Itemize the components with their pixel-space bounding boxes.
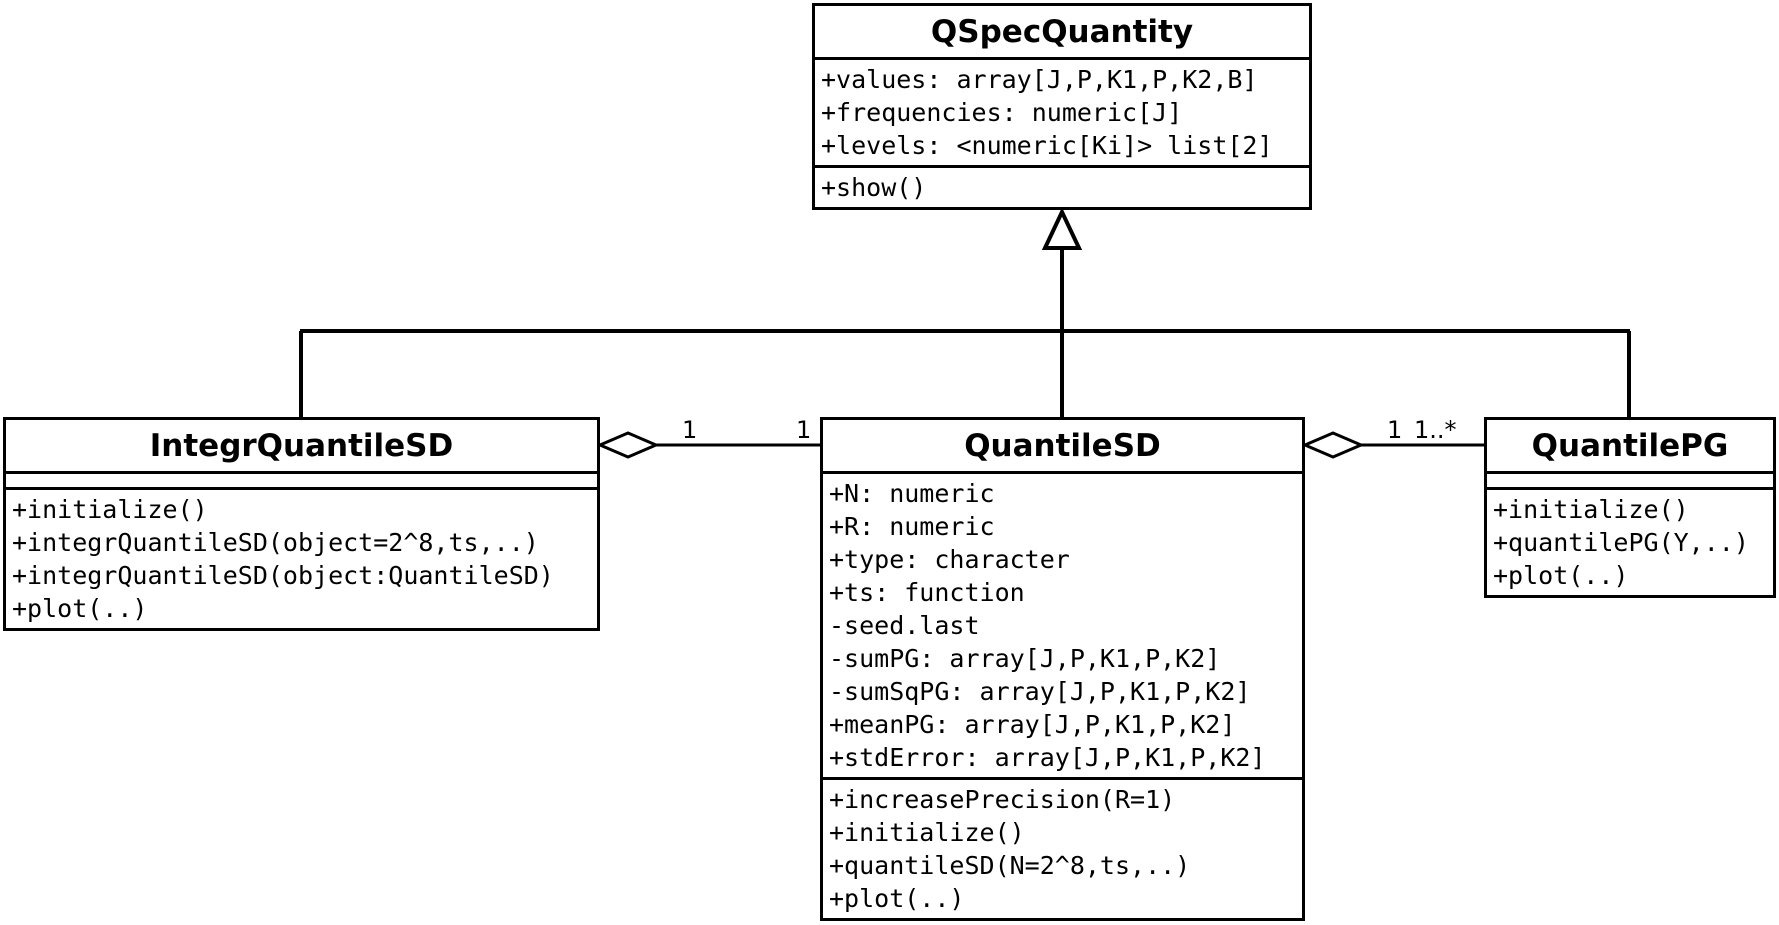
attribute: -sumSqPG: array[J,P,K1,P,K2] <box>829 677 1251 706</box>
attributes-section <box>1487 474 1773 490</box>
method: +plot(..) <box>12 594 148 623</box>
method: +integrQuantileSD(object=2^8,ts,..) <box>12 528 539 557</box>
attribute: -seed.last <box>829 611 980 640</box>
attribute: +stdError: array[J,P,K1,P,K2] <box>829 743 1266 772</box>
method: +quantileSD(N=2^8,ts,..) <box>829 851 1191 880</box>
class-integrquantilesd: IntegrQuantileSD +initialize() +integrQu… <box>3 417 600 631</box>
class-name: QuantilePG <box>1487 420 1773 474</box>
attribute: +type: character <box>829 545 1070 574</box>
method: +plot(..) <box>1493 561 1629 590</box>
multiplicity-integr: 1 <box>682 416 698 444</box>
methods-section: +show() <box>815 168 1309 207</box>
multiplicity-qpg: 1..* <box>1414 416 1457 444</box>
multiplicity-qsd-right: 1 <box>1387 416 1403 444</box>
multiplicity-qsd-left: 1 <box>796 416 812 444</box>
aggregation-diamond-integr <box>596 431 660 459</box>
method: +integrQuantileSD(object:QuantileSD) <box>12 561 554 590</box>
method: +plot(..) <box>829 884 965 913</box>
class-quantilepg: QuantilePG +initialize() +quantilePG(Y,.… <box>1484 417 1776 598</box>
method: +initialize() <box>12 495 208 524</box>
class-qspecquantity: QSpecQuantity +values: array[J,P,K1,P,K2… <box>812 3 1312 210</box>
attribute: +frequencies: numeric[J] <box>821 98 1183 127</box>
methods-section: +initialize() +quantilePG(Y,..) +plot(..… <box>1487 490 1773 595</box>
attributes-section <box>6 474 597 490</box>
attributes-section: +values: array[J,P,K1,P,K2,B] +frequenci… <box>815 60 1309 168</box>
methods-section: +initialize() +integrQuantileSD(object=2… <box>6 490 597 628</box>
attribute: -sumPG: array[J,P,K1,P,K2] <box>829 644 1221 673</box>
attributes-section: +N: numeric +R: numeric +type: character… <box>823 474 1302 780</box>
method: +initialize() <box>829 818 1025 847</box>
attribute: +values: array[J,P,K1,P,K2,B] <box>821 65 1258 94</box>
generalization-arrowhead <box>1041 207 1083 250</box>
class-quantilesd: QuantileSD +N: numeric +R: numeric +type… <box>820 417 1305 921</box>
attribute: +N: numeric <box>829 479 995 508</box>
method: +initialize() <box>1493 495 1689 524</box>
aggregation-diamond-qpg <box>1301 431 1365 459</box>
attribute: +ts: function <box>829 578 1025 607</box>
class-name: QSpecQuantity <box>815 6 1309 60</box>
attribute: +meanPG: array[J,P,K1,P,K2] <box>829 710 1236 739</box>
method: +increasePrecision(R=1) <box>829 785 1176 814</box>
method: +quantilePG(Y,..) <box>1493 528 1749 557</box>
methods-section: +increasePrecision(R=1) +initialize() +q… <box>823 780 1302 918</box>
attribute: +R: numeric <box>829 512 995 541</box>
class-name: IntegrQuantileSD <box>6 420 597 474</box>
attribute: +levels: <numeric[Ki]> list[2] <box>821 131 1273 160</box>
class-name: QuantileSD <box>823 420 1302 474</box>
method: +show() <box>821 173 927 202</box>
